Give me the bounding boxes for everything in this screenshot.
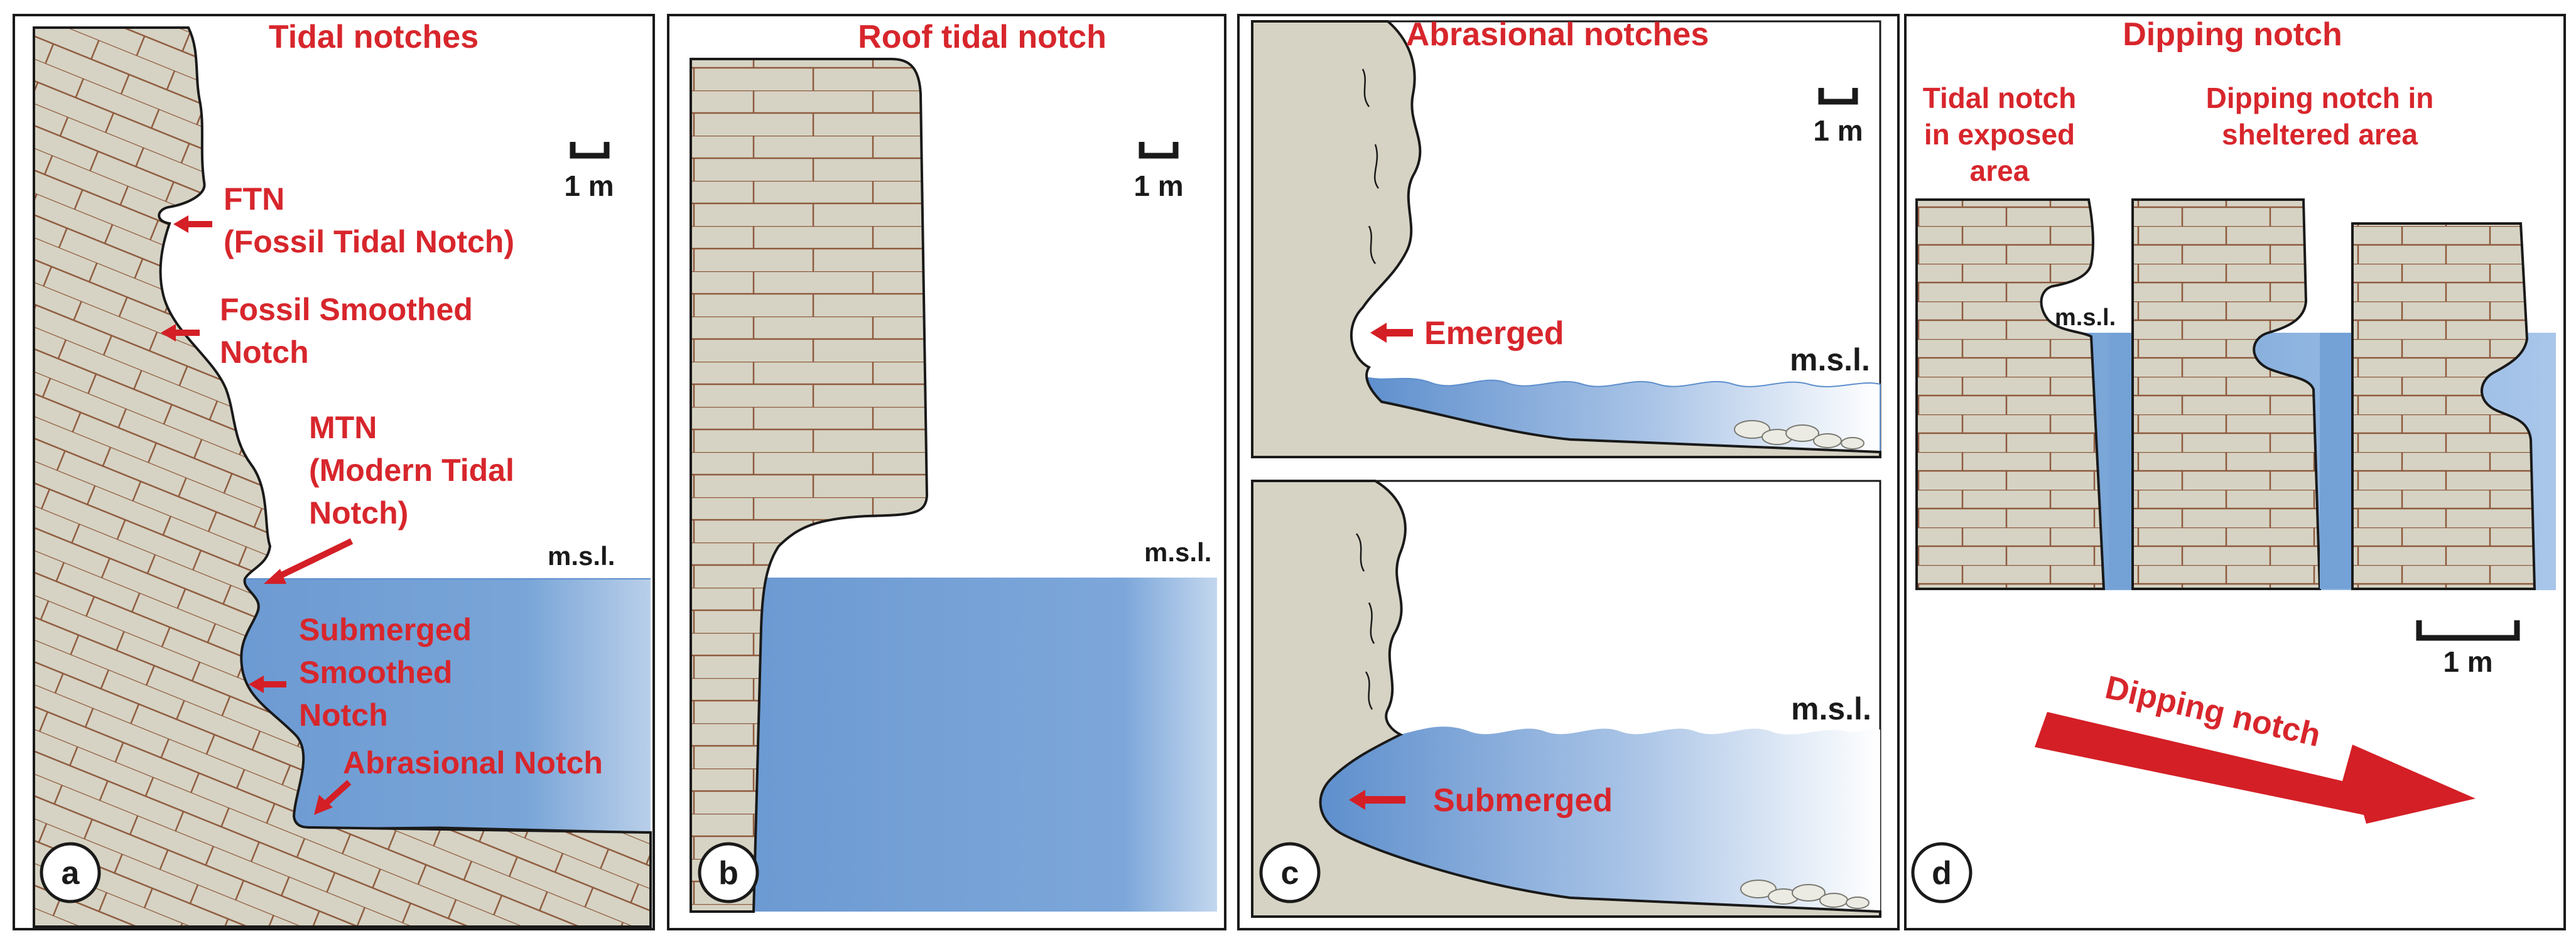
label-mtn-1: MTN [309, 410, 377, 445]
scale-label-b: 1 m [1134, 170, 1183, 202]
scale-bar-c [1818, 88, 1858, 105]
label-mtn-3: Notch) [309, 495, 408, 531]
rock-block-2 [2131, 198, 2322, 590]
panel-b: Roof tidal notch 1 m m.s.l. b [667, 14, 1226, 930]
scale-label-c: 1 m [1813, 114, 1863, 147]
badge-a-circle [40, 842, 101, 903]
scale-bar-a [570, 142, 610, 159]
sea-water-b [754, 578, 1217, 912]
subtitle-sheltered-2: sheltered area [2222, 118, 2418, 151]
arrow-submerged-head [1349, 790, 1365, 810]
label-ssn-1: Submerged [299, 612, 472, 647]
boulders-submerged [1740, 880, 1870, 909]
label-msl-c-bottom: m.s.l. [1791, 691, 1871, 726]
rock-block-1 [1915, 198, 2106, 590]
water-notch-2 [2320, 333, 2351, 589]
arrow-mtn [274, 538, 354, 581]
label-abrasional-notch: Abrasional Notch [343, 745, 603, 780]
label-submerged: Submerged [1433, 782, 1613, 819]
badge-d-circle [1911, 842, 1973, 903]
rock-block-3 [2351, 222, 2536, 590]
panel-b-title: Roof tidal notch [858, 19, 1107, 55]
panel-a: Tidal notches 1 m FTN (Fossil Tidal Notc… [13, 14, 655, 930]
scale-label-d: 1 m [2443, 645, 2492, 678]
subtitle-exposed-3: area [1970, 154, 2030, 187]
badge-b-circle [698, 842, 759, 903]
badge-a-text: a [62, 855, 80, 891]
arrow-abr-head [314, 795, 333, 815]
arrow-fsn-head [161, 324, 176, 342]
label-msl-d: m.s.l. [2055, 304, 2116, 331]
dipping-direction-arrow [2035, 712, 2476, 824]
label-msl-a: m.s.l. [548, 541, 615, 571]
label-ssn-3: Notch [299, 698, 388, 733]
subtitle-exposed-2: in exposed [1924, 118, 2075, 151]
badge-c-circle [1259, 842, 1321, 903]
scale-label-a: 1 m [564, 170, 614, 202]
boulders-emerged [1734, 420, 1864, 450]
arrow-emerged-head [1370, 323, 1387, 343]
cliff-cracks-emerged [1361, 68, 1380, 264]
water-submerged [1320, 726, 1880, 910]
panel-d-title: Dipping notch [2123, 16, 2342, 53]
label-ftn-2: (Fossil Tidal Notch) [224, 224, 514, 259]
badge-d-text: d [1932, 855, 1952, 891]
label-msl-c-top: m.s.l. [1790, 342, 1870, 377]
subtitle-exposed-1: Tidal notch [1923, 82, 2077, 114]
label-mtn-2: (Modern Tidal [309, 453, 514, 488]
sea-water [239, 579, 651, 843]
cliff-rock-emerged [1251, 20, 1881, 458]
label-fsn-2: Notch [220, 335, 309, 370]
scale-bar-b [1139, 142, 1179, 159]
label-ftn-1: FTN [224, 181, 284, 217]
subtitle-sheltered-1: Dipping notch in [2206, 82, 2434, 114]
label-emerged: Emerged [1424, 315, 1564, 352]
arrow-mtn-head [264, 569, 286, 584]
panel-c-title: Abrasional notches [1406, 16, 1709, 53]
badge-b-text: b [718, 855, 739, 891]
label-ssn-2: Smoothed [299, 655, 452, 690]
panel-a-title: Tidal notches [269, 19, 479, 55]
arrow-abr [320, 780, 352, 809]
arrow-ssn-head [249, 676, 264, 693]
cliff-rock [33, 26, 652, 928]
panel-d: Dipping notch Tidal notch in exposed are… [1904, 14, 2566, 930]
label-fsn-1: Fossil Smoothed [220, 292, 473, 327]
water-notch-1 [2109, 333, 2131, 589]
scale-bar-d [2416, 620, 2520, 641]
label-msl-b: m.s.l. [1144, 537, 1211, 567]
arrow-ftn-head [173, 215, 188, 233]
cliff-cracks-submerged [1355, 533, 1375, 710]
panel-c: Abrasional notches 1 m Emerged m.s.l. Su… [1237, 14, 1900, 930]
badge-c-text: c [1281, 855, 1299, 891]
cliff-rock-b [690, 58, 929, 913]
